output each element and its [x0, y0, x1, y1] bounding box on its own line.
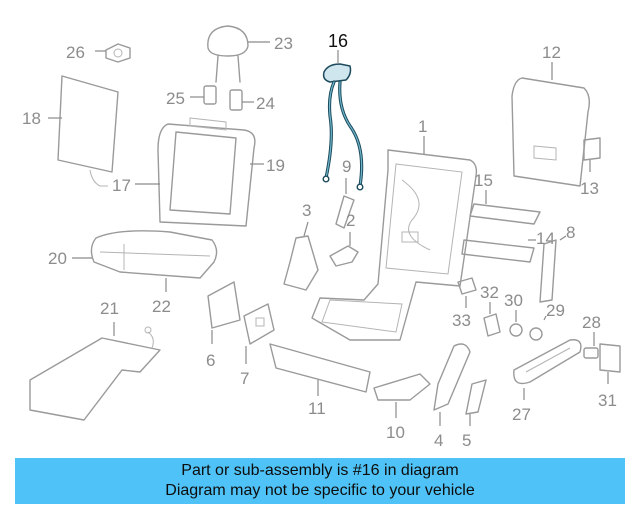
part-13-bezel: [583, 137, 601, 161]
part-29-knob: [529, 327, 543, 341]
leader-8: [559, 235, 567, 241]
callout-29: 29: [546, 301, 565, 320]
part-19-seatback-cover: [157, 117, 256, 227]
part-6-panel: [207, 281, 241, 329]
callout-25: 25: [166, 89, 185, 108]
part-15-rail: [469, 203, 541, 225]
callout-10: 10: [386, 423, 405, 442]
part-26-clip: [105, 43, 131, 63]
part-32-bracket: [483, 313, 501, 337]
part-1-seat-frame: [311, 149, 478, 341]
callout-2: 2: [346, 211, 355, 230]
callout-4: 4: [434, 431, 443, 450]
part-2-latch: [329, 245, 359, 267]
callout-1: 1: [418, 117, 427, 136]
callout-14: 14: [536, 229, 555, 248]
callout-33: 33: [452, 311, 471, 330]
callout-11: 11: [308, 399, 326, 418]
info-banner: Part or sub-assembly is #16 in diagram D…: [15, 458, 625, 504]
callout-17: 17: [112, 176, 131, 195]
parts-diagram: 26 23 25 24 18 17 19 20 22: [22, 25, 621, 450]
callout-32: 32: [480, 283, 499, 302]
callout-6: 6: [206, 351, 215, 370]
part-12-seatback-panel: [511, 77, 591, 187]
callout-27: 27: [512, 405, 531, 424]
part-9-bracket: [335, 195, 355, 229]
callout-26: 26: [66, 43, 85, 62]
callout-21: 21: [100, 299, 119, 318]
callout-7: 7: [240, 369, 249, 388]
callout-19: 19: [266, 156, 285, 175]
part-30-knob: [509, 323, 523, 337]
callout-3: 3: [302, 201, 311, 220]
part-7-bracket: [243, 303, 275, 345]
part-31-cap: [599, 343, 621, 373]
part-33-clip: [457, 277, 477, 295]
callout-16: 16: [328, 31, 348, 51]
callout-9: 9: [342, 157, 351, 176]
callout-12: 12: [542, 43, 561, 62]
callout-28: 28: [582, 313, 601, 332]
callout-13: 13: [580, 179, 599, 198]
part-4-side-trim: [433, 343, 471, 411]
part-11-lower-trim: [269, 343, 371, 393]
part-5-cover: [465, 379, 487, 415]
part-28-pin: [583, 347, 599, 359]
callout-30: 30: [504, 291, 523, 310]
callout-5: 5: [462, 431, 471, 450]
part-23-headrest: [207, 25, 249, 83]
part-16-release-cable: [322, 63, 364, 191]
part-24-guide: [229, 89, 243, 111]
part-21-floor-panel: [29, 326, 161, 421]
callout-18: 18: [22, 109, 41, 128]
part-18-back-panel: [57, 75, 119, 187]
leader-3: [303, 221, 309, 237]
part-20-seat-cushion: [90, 230, 218, 279]
callout-15: 15: [474, 171, 493, 190]
callout-20: 20: [48, 249, 67, 268]
leader-29: [543, 315, 547, 321]
part-8-trim: [539, 239, 557, 303]
banner-line-2: Diagram may not be specific to your vehi…: [165, 482, 475, 499]
part-14-track: [461, 239, 535, 263]
callout-23: 23: [274, 34, 293, 53]
callout-24: 24: [256, 94, 275, 113]
part-10-side-shield: [373, 373, 431, 401]
callout-31: 31: [598, 391, 617, 410]
part-25-guide: [203, 85, 217, 105]
banner-line-1: Part or sub-assembly is #16 in diagram: [181, 462, 459, 479]
callout-8: 8: [566, 223, 575, 242]
part-27-armrest: [513, 339, 582, 385]
callout-22: 22: [152, 297, 171, 316]
part-3-side-bracket: [283, 235, 319, 291]
